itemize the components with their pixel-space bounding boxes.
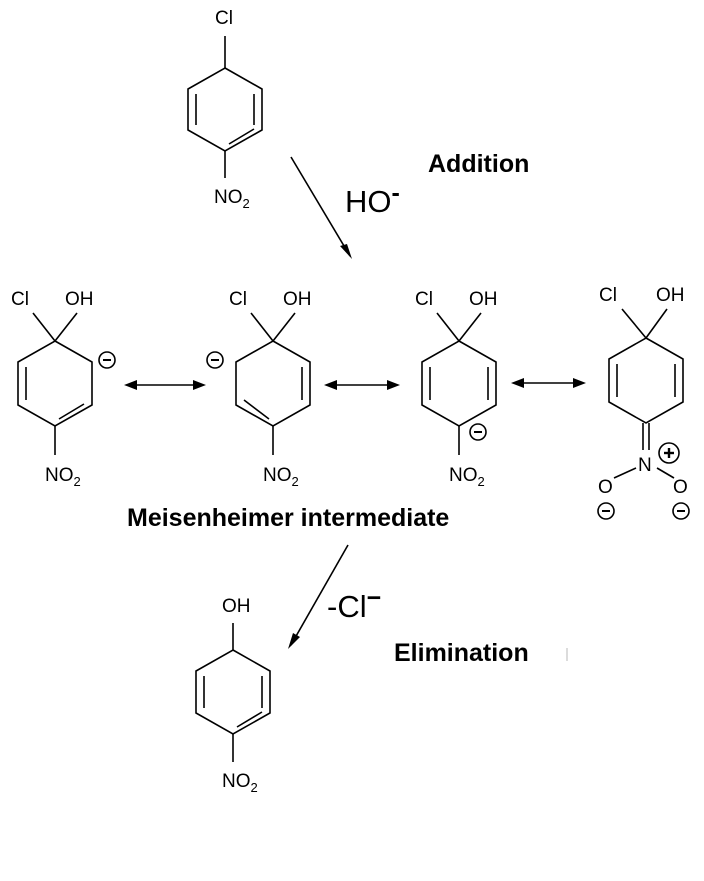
nitro-label: NO2 (263, 465, 299, 489)
resonance-arrow-2 (324, 380, 400, 390)
resonance-arrow-1 (124, 380, 206, 390)
negative-charge-icon (672, 502, 690, 520)
negative-charge-icon (206, 351, 224, 369)
product-structure: OH NO2 (195, 596, 271, 795)
hydroxyl-label: OH (283, 289, 312, 310)
hydroxyl-label: OH (65, 289, 94, 310)
chlorine-label: Cl (415, 289, 433, 310)
nitro-label: NO2 (222, 771, 258, 795)
resonance-structure-4: Cl OH N O O (597, 285, 690, 520)
nitro-label: NO2 (449, 465, 485, 489)
chlorine-label: Cl (11, 289, 29, 310)
resonance-structure-2: Cl OH NO2 (206, 289, 312, 489)
negative-charge-icon (98, 351, 116, 369)
hydroxyl-label: OH (469, 289, 498, 310)
starting-material-structure: Cl NO2 (187, 8, 263, 211)
negative-charge-icon (597, 502, 615, 520)
elimination-arrow (288, 544, 349, 649)
chlorine-label: Cl (215, 8, 233, 29)
elimination-label: Elimination (394, 639, 529, 667)
hydroxyl-label: OH (222, 596, 251, 617)
resonance-arrow-3 (511, 378, 586, 388)
hydroxyl-label: OH (656, 285, 685, 306)
chlorine-label: Cl (229, 289, 247, 310)
nitro-label: NO2 (214, 187, 250, 211)
meisenheimer-label: Meisenheimer intermediate (127, 504, 449, 532)
positive-charge-icon (658, 442, 680, 464)
resonance-structure-3: Cl OH NO2 (415, 289, 498, 489)
addition-label: Addition (428, 150, 529, 178)
addition-arrow (290, 156, 352, 259)
resonance-structure-1: Cl OH NO2 (11, 289, 116, 489)
negative-charge-icon (469, 423, 487, 441)
hydroxide-reagent: HO- (345, 179, 400, 219)
chlorine-label: Cl (599, 285, 617, 306)
oxygen-label: O (598, 477, 613, 498)
nitrogen-label: N (638, 455, 652, 476)
oxygen-label: O (673, 477, 688, 498)
nitro-label: NO2 (45, 465, 81, 489)
chloride-loss-reagent: -Cl− (327, 584, 381, 624)
